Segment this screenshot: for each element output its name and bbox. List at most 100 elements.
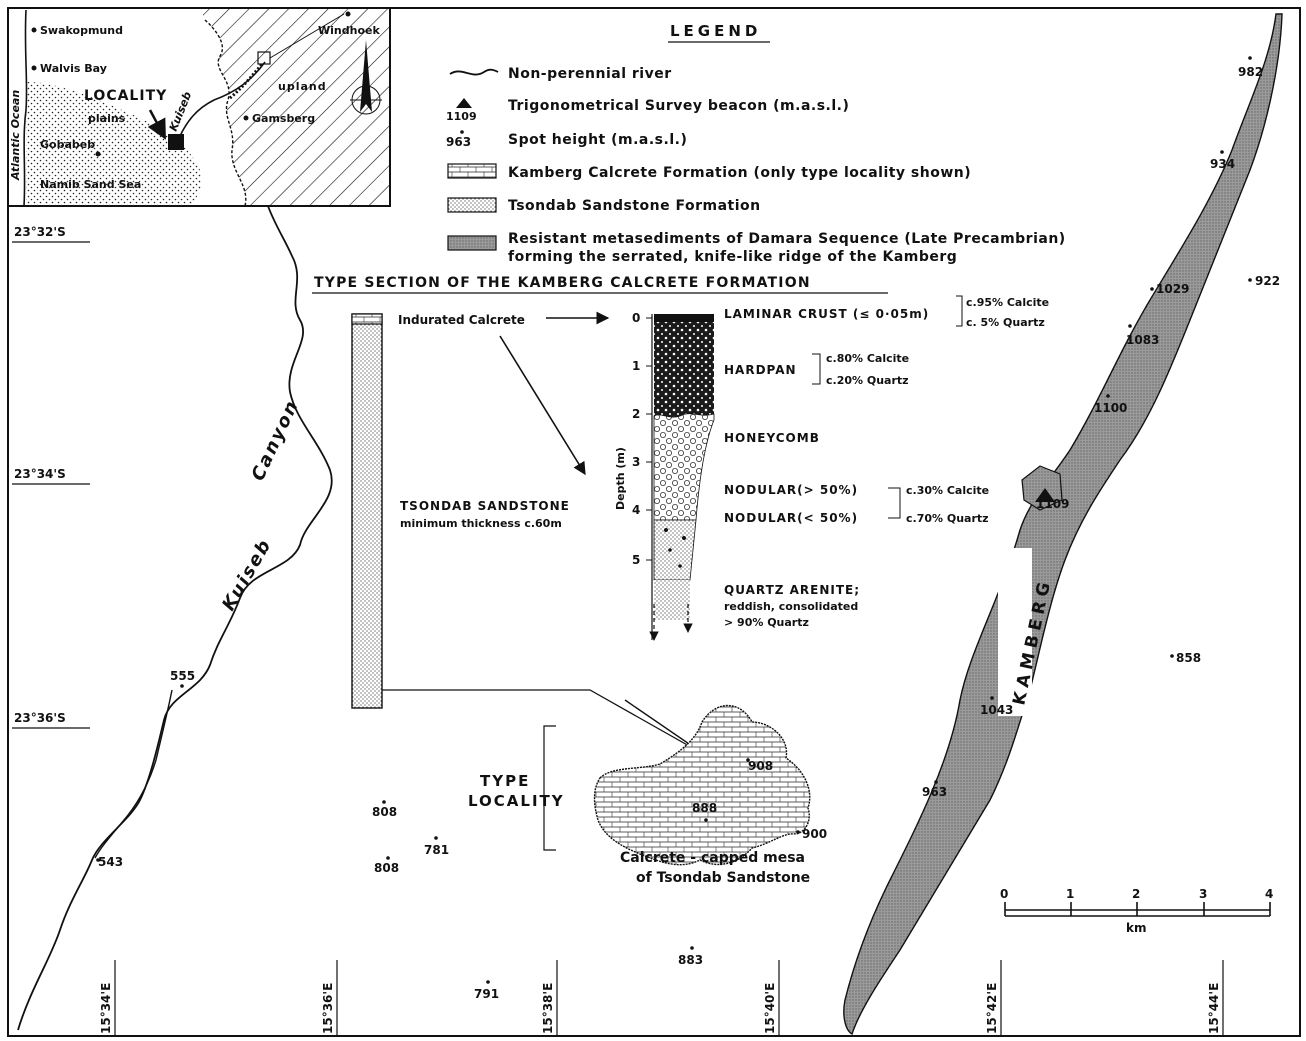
trig-beacon-icon <box>456 98 472 108</box>
lon-label-1: 15°34'E <box>99 983 113 1034</box>
swakopmund-label: Swakopmund <box>40 24 123 37</box>
height-791: 791 <box>474 987 499 1001</box>
depth-tick-4: 4 <box>632 503 640 517</box>
hardpan-label: HARDPAN <box>724 363 797 377</box>
lat-label-1: 23°32'S <box>14 225 66 239</box>
height-1043: 1043 <box>980 703 1013 717</box>
nodular-2-label: NODULAR(< 50%) <box>724 511 858 525</box>
height-982: 982 <box>1238 65 1263 79</box>
kamberg-trig-icon <box>1035 488 1055 502</box>
spot-heights: 982 934 922 1029 1083 1100 1109 858 1043… <box>96 56 1280 1001</box>
lon-label-2: 15°36'E <box>321 983 335 1034</box>
height-808-a: 808 <box>372 805 397 819</box>
depth-ticks: 0 1 2 3 4 5 <box>632 311 652 567</box>
height-888: 888 <box>692 801 717 815</box>
height-934: 934 <box>1210 157 1235 171</box>
lon-label-6: 15°44'E <box>1207 983 1221 1034</box>
section-title: TYPE SECTION OF THE KAMBERG CALCRETE FOR… <box>314 275 811 291</box>
namib-label: Namib Sand Sea <box>40 178 141 191</box>
kuiseb-river: Canyon Kuiseb <box>17 205 333 1031</box>
legend: LEGEND Non-perennial river 1109 Trigonom… <box>446 22 1066 265</box>
height-922: 922 <box>1255 274 1280 288</box>
lon-label-3: 15°38'E <box>541 983 555 1034</box>
kamberg-ridge: KAMBERG <box>843 13 1283 1036</box>
arenite-label-2: reddish, consolidated <box>724 600 858 613</box>
windhoek-label: Windhoek <box>318 24 380 37</box>
tsondab-title: TSONDAB SANDSTONE <box>400 499 570 513</box>
type-locality-mesa: TYPE LOCALITY Calcrete - capped mesa of … <box>468 705 811 886</box>
height-908: 908 <box>748 759 773 773</box>
type-section: TYPE SECTION OF THE KAMBERG CALCRETE FOR… <box>312 275 1049 773</box>
locality-label: LOCALITY <box>84 88 167 104</box>
gamsberg-label: Gamsberg <box>252 112 315 125</box>
scale-tick-1: 1 <box>1066 887 1074 901</box>
depth-tick-3: 3 <box>632 455 640 469</box>
legend-trig-value: 1109 <box>446 110 477 123</box>
type-locality-label-1: TYPE <box>480 772 530 790</box>
hardpan-quartz: c.20% Quartz <box>826 374 909 387</box>
scale-tick-2: 2 <box>1132 887 1140 901</box>
walvis-bay-label: Walvis Bay <box>40 62 107 75</box>
indurated-label: Indurated Calcrete <box>398 313 525 327</box>
tsondab-swatch <box>447 197 497 213</box>
arenite-label-1: QUARTZ ARENITE; <box>724 583 860 597</box>
gobabeb-label: Gobabeb <box>40 138 95 151</box>
resistant-swatch <box>447 235 497 251</box>
legend-spot: Spot height (m.a.s.l.) <box>508 132 687 148</box>
arenite-label-3: > 90% Quartz <box>724 616 809 629</box>
locality-marker <box>168 134 184 150</box>
upland-label: upland <box>278 80 327 93</box>
height-900: 900 <box>802 827 827 841</box>
hardpan-layer <box>654 322 714 418</box>
arenite-layer <box>654 580 690 620</box>
height-781: 781 <box>424 843 449 857</box>
kuiseb-label: Kuiseb <box>218 535 276 615</box>
tsondab-column <box>351 313 383 709</box>
depth-tick-0: 0 <box>632 311 640 325</box>
nodular-layer <box>653 519 697 581</box>
scale-tick-4: 4 <box>1265 887 1273 901</box>
legend-resistant-1: Resistant metasediments of Damara Sequen… <box>508 231 1066 247</box>
north-arrow-icon <box>350 40 382 115</box>
legend-title: LEGEND <box>670 22 761 40</box>
honeycomb-layer <box>653 413 715 521</box>
nodular-calcite: c.30% Calcite <box>906 484 989 497</box>
height-1100: 1100 <box>1094 401 1127 415</box>
nodular-1-label: NODULAR(> 50%) <box>724 483 858 497</box>
laminar-layer <box>654 314 714 322</box>
type-locality-label-2: LOCALITY <box>468 792 565 810</box>
laminar-quartz: c. 5% Quartz <box>966 316 1045 329</box>
lat-label-3: 23°36'S <box>14 711 66 725</box>
longitude-labels: 15°34'E 15°36'E 15°38'E 15°40'E 15°42'E … <box>99 960 1224 1036</box>
height-555: 555 <box>170 669 195 683</box>
river-symbol-icon <box>449 68 499 76</box>
scale-tick-3: 3 <box>1199 887 1207 901</box>
depth-tick-1: 1 <box>632 359 640 373</box>
depth-tick-5: 5 <box>632 553 640 567</box>
height-1029: 1029 <box>1156 282 1189 296</box>
scale-tick-0: 0 <box>1000 887 1008 901</box>
depth-tick-2: 2 <box>632 407 640 421</box>
latitude-labels: 23°32'S 23°34'S 23°36'S <box>12 225 90 729</box>
map-frame <box>7 7 1301 1037</box>
depth-axis-label: Depth (m) <box>614 447 627 510</box>
calcrete-swatch <box>447 163 497 179</box>
honeycomb-label: HONEYCOMB <box>724 431 820 445</box>
scale-bar: 0 1 2 3 4 km <box>1000 887 1273 935</box>
plains-label: plains <box>88 112 126 125</box>
tsondab-subtitle: minimum thickness c.60m <box>400 517 562 530</box>
laminar-calcite: c.95% Calcite <box>966 296 1049 309</box>
scale-unit: km <box>1126 921 1146 935</box>
legend-calcrete: Kamberg Calcrete Formation (only type lo… <box>508 165 971 181</box>
nodular-quartz: c.70% Quartz <box>906 512 989 525</box>
hardpan-calcite: c.80% Calcite <box>826 352 909 365</box>
inset-map: Swakopmund Walvis Bay Windhoek Atlantic … <box>7 7 391 207</box>
mesa-label-1: Calcrete - capped mesa <box>620 850 805 866</box>
height-1083: 1083 <box>1126 333 1159 347</box>
height-963: 963 <box>922 785 947 799</box>
height-808-b: 808 <box>374 861 399 875</box>
legend-river: Non-perennial river <box>508 66 672 82</box>
laminar-label: LAMINAR CRUST (≤ 0·05m) <box>724 307 929 321</box>
height-1109: 1109 <box>1036 497 1069 511</box>
